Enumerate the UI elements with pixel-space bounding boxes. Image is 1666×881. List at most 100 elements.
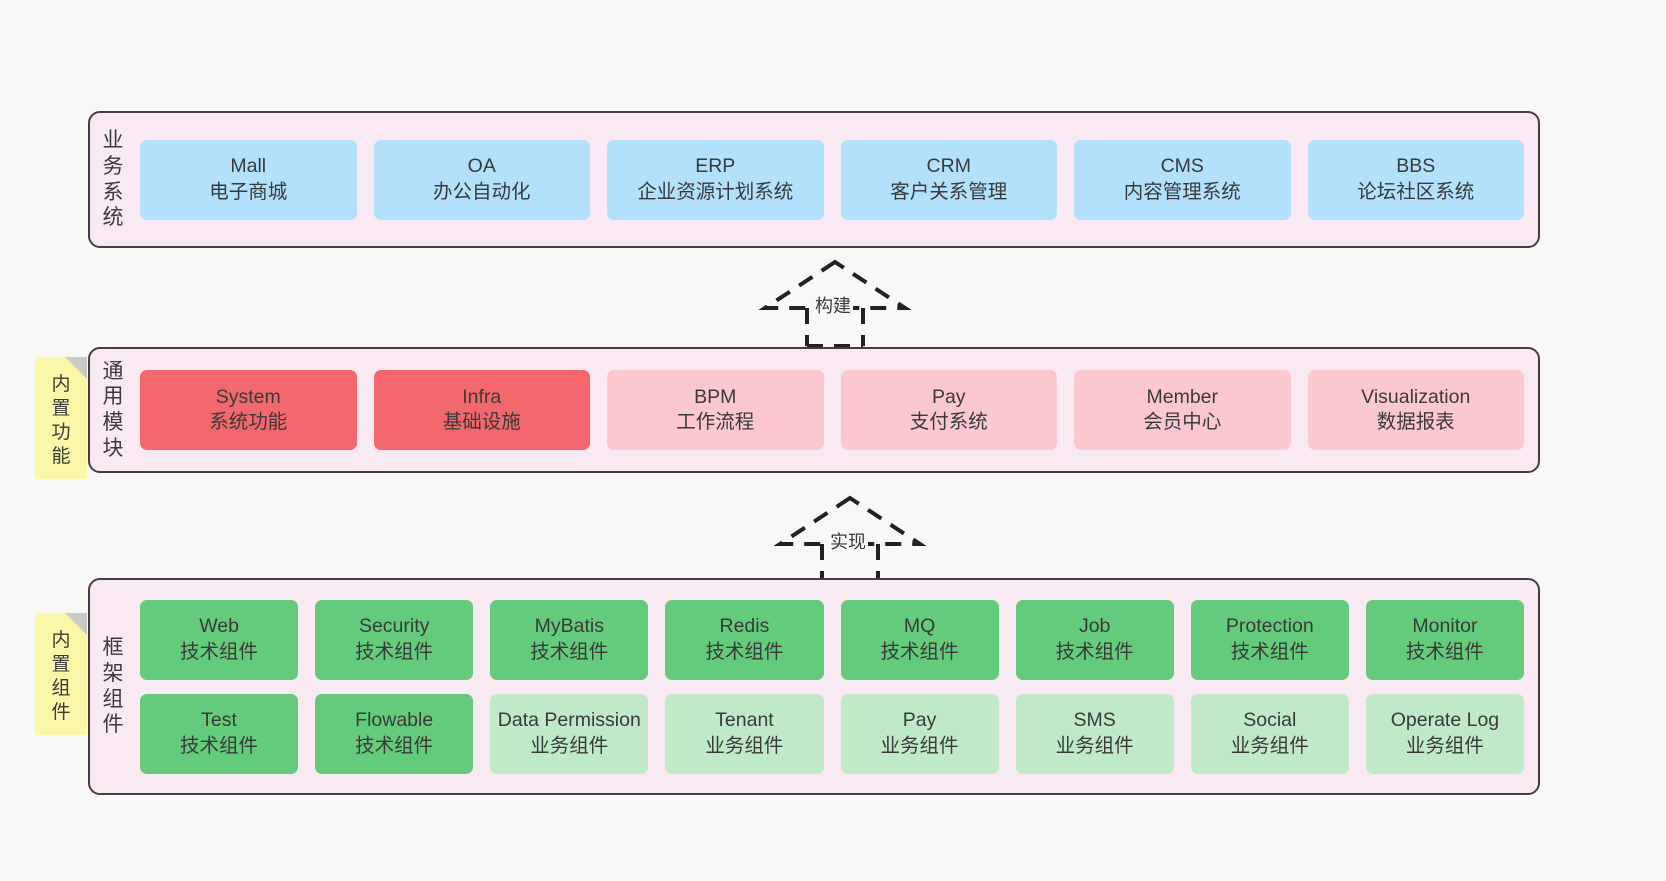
node-subtitle: 业务组件 [880,734,959,757]
layer-label-char: 用 [102,385,124,409]
node-infra[interactable]: Infra 基础设施 [373,370,590,450]
node-bbs[interactable]: BBS 论坛社区系统 [1307,139,1524,220]
node-subtitle: 业务组件 [705,734,784,757]
node-test[interactable]: Test 技术组件 [140,693,299,774]
node-mall[interactable]: Mall 电子商城 [140,139,357,220]
layer-label-char: 统 [102,206,124,230]
node-row: Mall 电子商城 OA 办公自动化 ERP 企业资源计划系统 CRM 客户关系… [140,139,1524,220]
node-title: ERP [695,155,736,178]
node-web[interactable]: Web 技术组件 [140,599,299,680]
arrow-build-label: 构建 [813,292,853,318]
node-title: Operate Log [1390,709,1500,732]
node-subtitle: 办公自动化 [432,180,531,203]
layer-label-char: 务 [102,154,124,178]
node-title: Security [358,615,430,638]
note-built-in-components: 内 置 组 件 [35,613,87,735]
note-char: 能 [51,445,71,467]
node-job[interactable]: Job 技术组件 [1015,599,1174,680]
node-security[interactable]: Security 技术组件 [315,599,474,680]
layer-label-char: 业 [102,129,124,153]
layer-framework-components: 框 架 组 件 Web 技术组件 Security 技术组件 MyBatis 技… [88,578,1540,795]
node-title: Member [1146,385,1219,408]
node-pay-component[interactable]: Pay 业务组件 [840,693,999,774]
node-social[interactable]: Social 业务组件 [1190,693,1349,774]
node-subtitle: 内容管理系统 [1123,180,1241,203]
node-subtitle: 技术组件 [530,640,609,663]
node-subtitle: 技术组件 [880,640,959,663]
node-title: Redis [719,615,770,638]
node-title: MyBatis [534,615,604,638]
node-crm[interactable]: CRM 客户关系管理 [840,139,1057,220]
node-title: BPM [694,385,737,408]
note-char: 置 [51,398,71,420]
layer-body-framework: Web 技术组件 Security 技术组件 MyBatis 技术组件 Redi… [136,580,1538,793]
node-redis[interactable]: Redis 技术组件 [665,599,824,680]
node-subtitle: 技术组件 [1055,640,1134,663]
node-tenant[interactable]: Tenant 业务组件 [665,693,824,774]
note-char: 内 [51,374,71,396]
node-protection[interactable]: Protection 技术组件 [1190,599,1349,680]
node-member[interactable]: Member 会员中心 [1074,370,1291,450]
node-erp[interactable]: ERP 企业资源计划系统 [607,139,824,220]
node-title: Monitor [1412,615,1478,638]
layer-label-char: 模 [102,411,124,434]
note-char: 置 [51,654,71,676]
node-cms[interactable]: CMS 内容管理系统 [1074,139,1291,220]
note-char: 组 [51,678,71,699]
node-bpm[interactable]: BPM 工作流程 [607,370,824,450]
node-subtitle: 技术组件 [355,640,434,663]
node-operate-log[interactable]: Operate Log 业务组件 [1365,693,1524,774]
node-subtitle: 技术组件 [1405,640,1484,663]
node-subtitle: 业务组件 [1055,734,1134,757]
node-sms[interactable]: SMS 业务组件 [1015,693,1174,774]
node-subtitle: 论坛社区系统 [1357,180,1475,203]
node-oa[interactable]: OA 办公自动化 [373,139,590,220]
node-subtitle: 技术组件 [1230,640,1309,663]
node-title: BBS [1396,155,1436,178]
node-title: Tenant [715,709,774,732]
node-title: Web [199,615,239,638]
layer-label-char: 组 [102,687,124,711]
node-subtitle: 业务组件 [530,734,609,757]
node-subtitle: 客户关系管理 [890,180,1008,203]
node-title: CMS [1160,155,1204,178]
note-built-in-functions: 内 置 功 能 [35,357,87,479]
arrow-implement-label: 实现 [828,528,868,554]
node-title: Flowable [355,709,434,732]
node-data-permission[interactable]: Data Permission 业务组件 [490,693,649,774]
node-title: Visualization [1361,385,1471,408]
node-row: Test 技术组件 Flowable 技术组件 Data Permission … [140,693,1524,774]
node-subtitle: 支付系统 [909,411,988,433]
layer-label-business: 业 务 系 统 [90,113,136,246]
node-subtitle: 技术组件 [180,734,259,757]
node-subtitle: 基础设施 [442,411,521,433]
node-system[interactable]: System 系统功能 [140,370,357,450]
node-flowable[interactable]: Flowable 技术组件 [315,693,474,774]
layer-label-char: 件 [102,713,124,737]
node-title: Protection [1225,615,1314,638]
node-subtitle: 会员中心 [1143,411,1222,433]
note-char: 内 [51,630,71,652]
node-subtitle: 技术组件 [180,640,259,663]
node-monitor[interactable]: Monitor 技术组件 [1365,599,1524,680]
node-visualization[interactable]: Visualization 数据报表 [1307,370,1524,450]
layer-business-systems: 业 务 系 统 Mall 电子商城 OA 办公自动化 ERP 企业资源计划系统 [88,111,1540,248]
node-title: Mall [230,155,267,178]
node-subtitle: 业务组件 [1405,734,1484,757]
note-char: 功 [51,422,71,443]
arrow-build-glyph [758,259,912,348]
node-pay-module[interactable]: Pay 支付系统 [840,370,1057,450]
node-title: Data Permission [497,709,641,732]
node-subtitle: 技术组件 [705,640,784,663]
node-subtitle: 工作流程 [676,411,755,433]
layer-label-modules: 通 用 模 块 [90,349,136,471]
node-title: System [215,385,281,408]
node-mq[interactable]: MQ 技术组件 [840,599,999,680]
node-subtitle: 业务组件 [1230,734,1309,757]
node-subtitle: 系统功能 [209,411,288,433]
node-mybatis[interactable]: MyBatis 技术组件 [490,599,649,680]
layer-label-char: 架 [102,661,124,685]
node-title: CRM [926,155,971,178]
node-row: System 系统功能 Infra 基础设施 BPM 工作流程 Pay 支付系统… [140,370,1524,450]
node-title: Job [1078,615,1111,638]
